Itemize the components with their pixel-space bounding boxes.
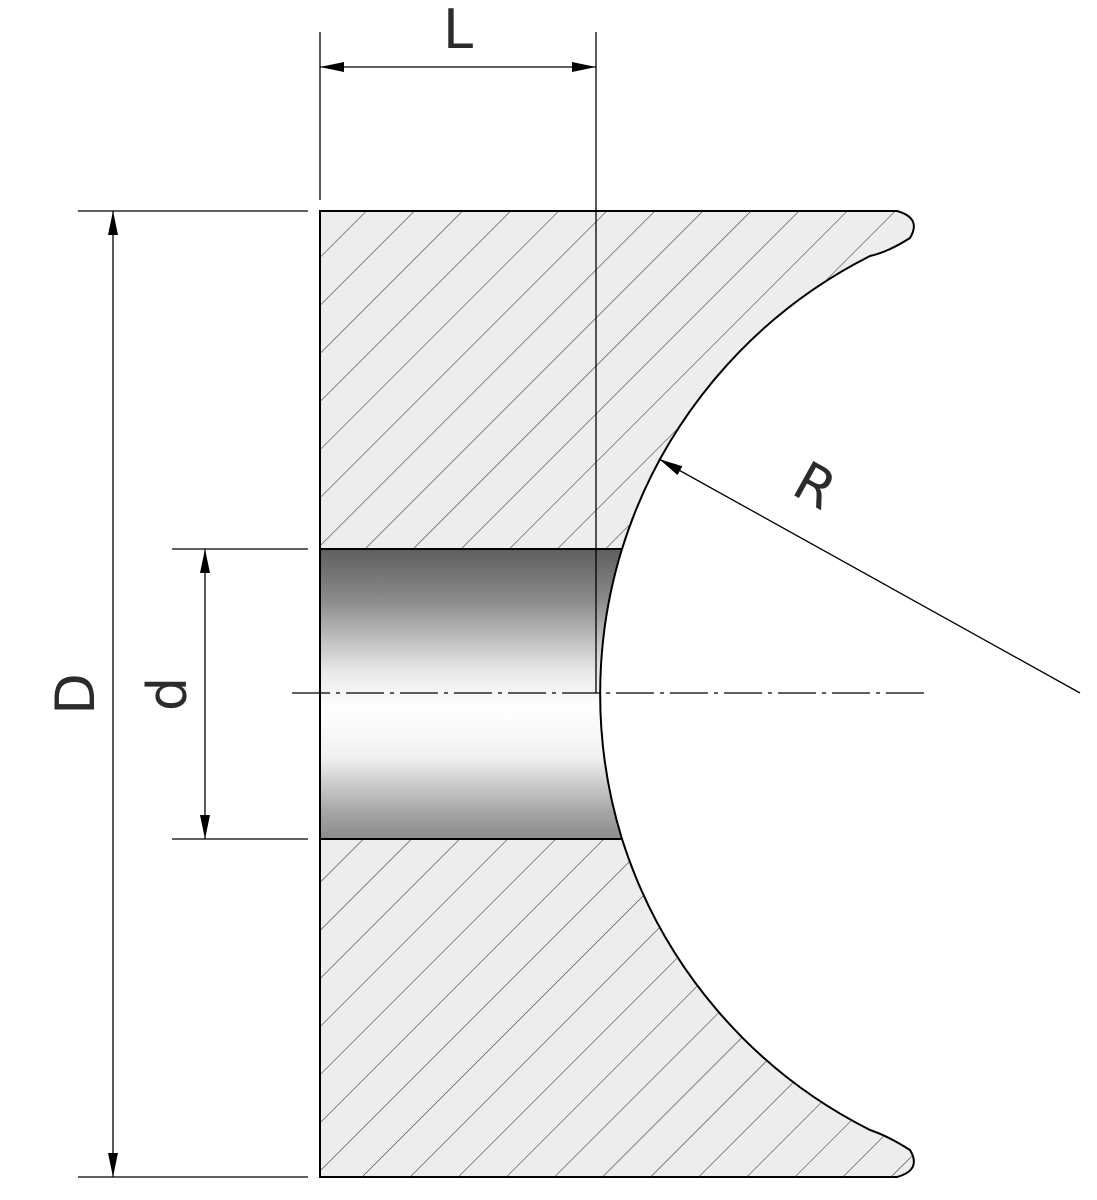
bore-hole <box>319 548 624 840</box>
outer-diameter-label: D <box>44 673 107 715</box>
upper-flange-section <box>319 210 915 550</box>
dimension-outer-diameter: D <box>44 210 308 1178</box>
dimension-radius: R <box>658 449 1081 694</box>
bore-diameter-label: d <box>136 677 199 711</box>
lower-flange-section <box>319 838 915 1178</box>
dimension-bore-diameter: d <box>136 548 308 840</box>
radius-label: R <box>783 449 846 522</box>
length-label: L <box>443 0 473 61</box>
dimension-length: L <box>319 0 597 693</box>
